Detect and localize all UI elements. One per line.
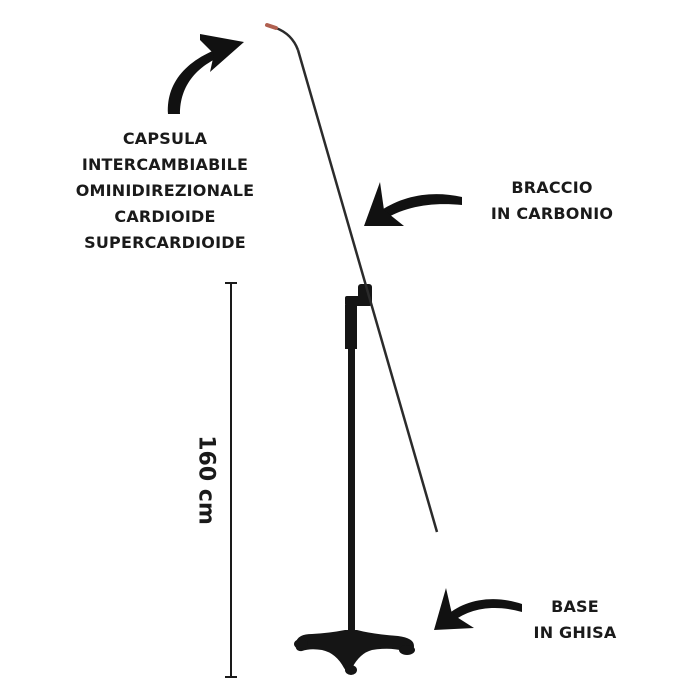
capsule-label-line-2: INTERCAMBIABILE <box>81 155 249 174</box>
capsule-label-line-4: CARDIOIDE <box>114 207 216 226</box>
height-dimension-line <box>225 282 237 678</box>
carbon-arm <box>296 49 439 533</box>
cast-iron-base <box>294 630 415 675</box>
gooseneck <box>275 26 300 51</box>
arm-label-line-1: BRACCIO <box>511 178 593 197</box>
arm-pointer-arrow <box>364 182 462 226</box>
stand-pole <box>345 305 357 634</box>
height-label: 160 cm <box>193 435 219 525</box>
base-label-line-2: IN GHISA <box>533 623 617 642</box>
base-pointer-arrow <box>434 588 522 630</box>
arm-label: BRACCIO IN CARBONIO <box>462 175 642 227</box>
capsule-label-line-5: SUPERCARDIOIDE <box>84 233 246 252</box>
capsule-tip <box>265 23 278 30</box>
capsule-label: CAPSULA INTERCAMBIABILE OMINIDIREZIONALE… <box>60 126 270 256</box>
arm-label-line-2: IN CARBONIO <box>490 204 614 223</box>
base-label-line-1: BASE <box>551 597 599 616</box>
capsule-label-line-3: OMINIDIREZIONALE <box>75 181 255 200</box>
base-label: BASE IN GHISA <box>520 594 630 646</box>
capsule-pointer-arrow <box>167 34 244 114</box>
arm-clamp <box>345 284 372 306</box>
capsule-label-line-1: CAPSULA <box>122 129 208 148</box>
